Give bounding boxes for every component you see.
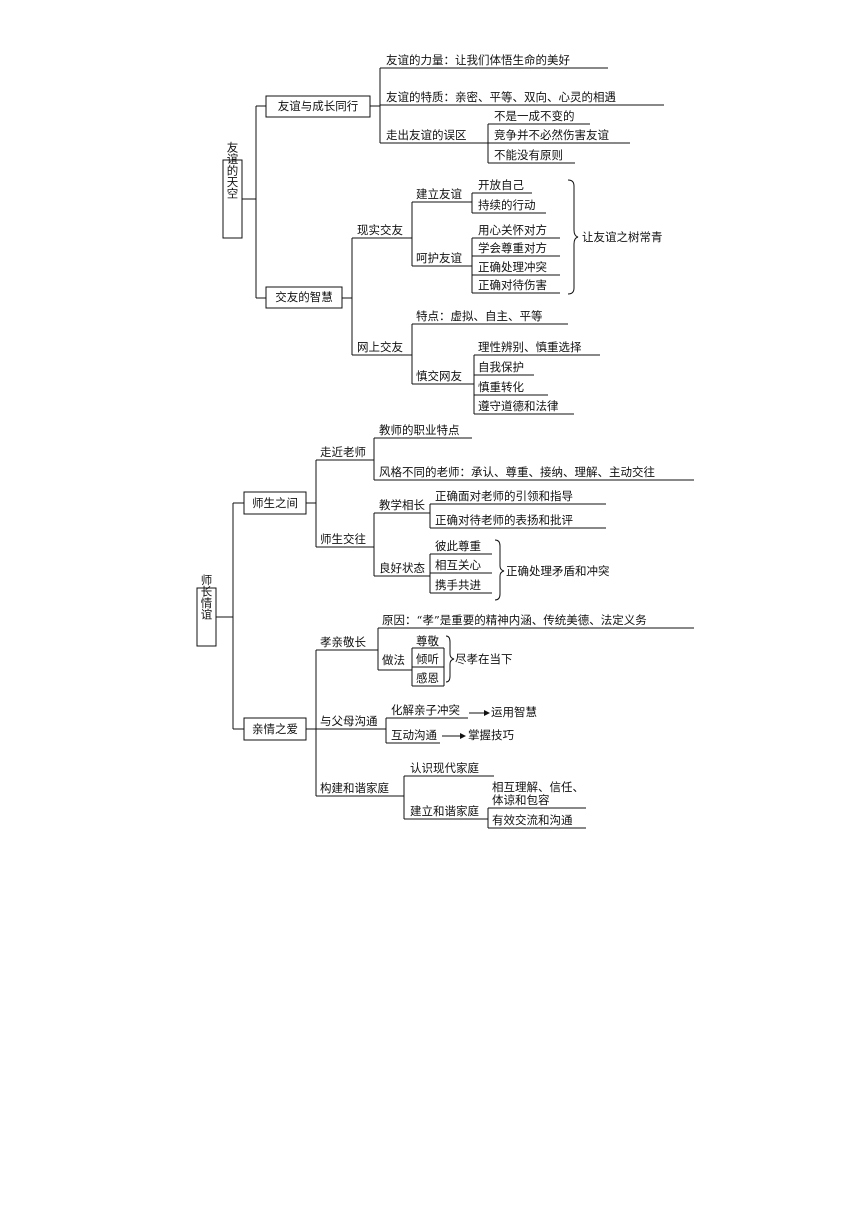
leaf-rational-choice: 理性辨别、慎重选择: [478, 340, 582, 354]
node-teacher-interaction: 师生交往: [320, 532, 366, 546]
summary-filial-now: 尽孝在当下: [455, 652, 513, 666]
node-filial-piety: 孝亲敬长: [320, 635, 366, 649]
branch-teacher-student: 师生之间: [252, 496, 298, 510]
leaf-respect-others: 学会尊重对方: [478, 241, 547, 255]
node-harmonious-family: 构建和谐家庭: [320, 781, 389, 795]
leaf-careful-transform: 慎重转化: [478, 380, 524, 394]
leaf-interactive-comm: 互动沟通: [391, 728, 437, 742]
leaf-mutual-respect: 彼此尊重: [435, 539, 481, 553]
leaf-handle-conflict: 正确处理冲突: [478, 260, 547, 274]
leaf-friendship-traits: 友谊的特质：亲密、平等、双向、心灵的相遇: [386, 90, 616, 104]
node-mutual-growth: 教学相长: [379, 498, 425, 512]
leaf-face-guidance: 正确面对老师的引领和指导: [435, 489, 573, 503]
leaf-self-protect: 自我保护: [478, 360, 524, 374]
leaf-open-yourself: 开放自己: [478, 178, 524, 192]
leaf-listen: 倾听: [416, 652, 439, 666]
node-communicate-parents: 与父母沟通: [320, 714, 378, 728]
leaf-care-for-others: 用心关怀对方: [478, 223, 547, 237]
node-build-harmony: 建立和谐家庭: [410, 804, 479, 818]
summary-conflict: 正确处理矛盾和冲突: [506, 564, 610, 578]
leaf-must-have-principle: 不能没有原则: [494, 148, 563, 162]
brace-filial: [445, 635, 455, 683]
root-label-friendship: 友谊的天空: [226, 140, 240, 198]
leaf-filial-reason: 原因：“孝”是重要的精神内涵、传统美德、法定义务: [382, 613, 647, 627]
leaf-mutual-understanding-2: 体谅和包容: [492, 793, 550, 807]
brace-evergreen: [567, 179, 579, 295]
leaf-friendship-misunderstanding: 走出友谊的误区: [386, 128, 467, 142]
leaf-mutual-understanding-1: 相互理解、信任、: [492, 780, 584, 794]
node-cautious-netfriend: 慎交网友: [416, 369, 462, 383]
summary-evergreen: 让友谊之树常青: [582, 230, 663, 244]
leaf-competition-not-harm: 竞争并不必然伤害友谊: [494, 128, 609, 142]
leaf-treat-praise-criticism: 正确对待老师的表扬和批评: [435, 513, 573, 527]
leaf-resolve-conflict: 化解亲子冲突: [391, 703, 460, 717]
leaf-online-features: 特点：虚拟、自主、平等: [416, 309, 543, 323]
arrow-right-icon: [484, 710, 490, 716]
branch-friend-wisdom: 交友的智慧: [275, 290, 333, 304]
leaf-know-modern-family: 认识现代家庭: [410, 761, 479, 775]
node-real-friendship: 现实交友: [357, 223, 403, 237]
node-filial-method: 做法: [382, 653, 405, 667]
node-good-state: 良好状态: [379, 561, 425, 575]
leaf-master-skills: 掌握技巧: [468, 728, 514, 742]
branch-family-love: 亲情之爱: [252, 722, 298, 736]
leaf-advance-together: 携手共进: [435, 578, 481, 592]
leaf-effective-communication: 有效交流和沟通: [492, 813, 573, 827]
leaf-teacher-styles: 风格不同的老师：承认、尊重、接纳、理解、主动交往: [379, 465, 655, 479]
leaf-respect-elders: 尊敬: [416, 634, 439, 648]
leaf-obey-morals-law: 遵守道德和法律: [478, 399, 559, 413]
node-online-friendship: 网上交友: [357, 340, 403, 354]
leaf-not-unchanging: 不是一成不变的: [494, 109, 575, 123]
root-label-teacher-family: 师长情谊: [200, 574, 214, 620]
branch-friendship-growth: 友谊与成长同行: [278, 99, 359, 113]
leaf-gratitude: 感恩: [416, 671, 439, 685]
teacher-family-map: 师长情谊 师生之间 走近老师 师生交往 教师的职业特点 风格不同的老师：承认、尊…: [196, 423, 694, 829]
node-build-friendship: 建立友谊: [416, 187, 462, 201]
node-care-friendship: 呵护友谊: [416, 251, 462, 265]
brace-conflict: [494, 539, 505, 601]
leaf-handle-hurt: 正确对待伤害: [478, 278, 547, 292]
leaf-mutual-care: 相互关心: [435, 558, 481, 572]
leaf-teacher-profession: 教师的职业特点: [379, 423, 460, 437]
arrow-right-icon-2: [460, 733, 466, 739]
leaf-use-wisdom: 运用智慧: [491, 705, 537, 719]
friendship-map: 友谊的天空 友谊与成长同行 友谊的力量：让我们体悟生命的美好 友谊的特质：亲密、…: [222, 53, 664, 415]
leaf-continuous-action: 持续的行动: [478, 198, 536, 212]
leaf-friendship-power: 友谊的力量：让我们体悟生命的美好: [386, 53, 570, 67]
node-approach-teacher: 走近老师: [320, 445, 366, 459]
